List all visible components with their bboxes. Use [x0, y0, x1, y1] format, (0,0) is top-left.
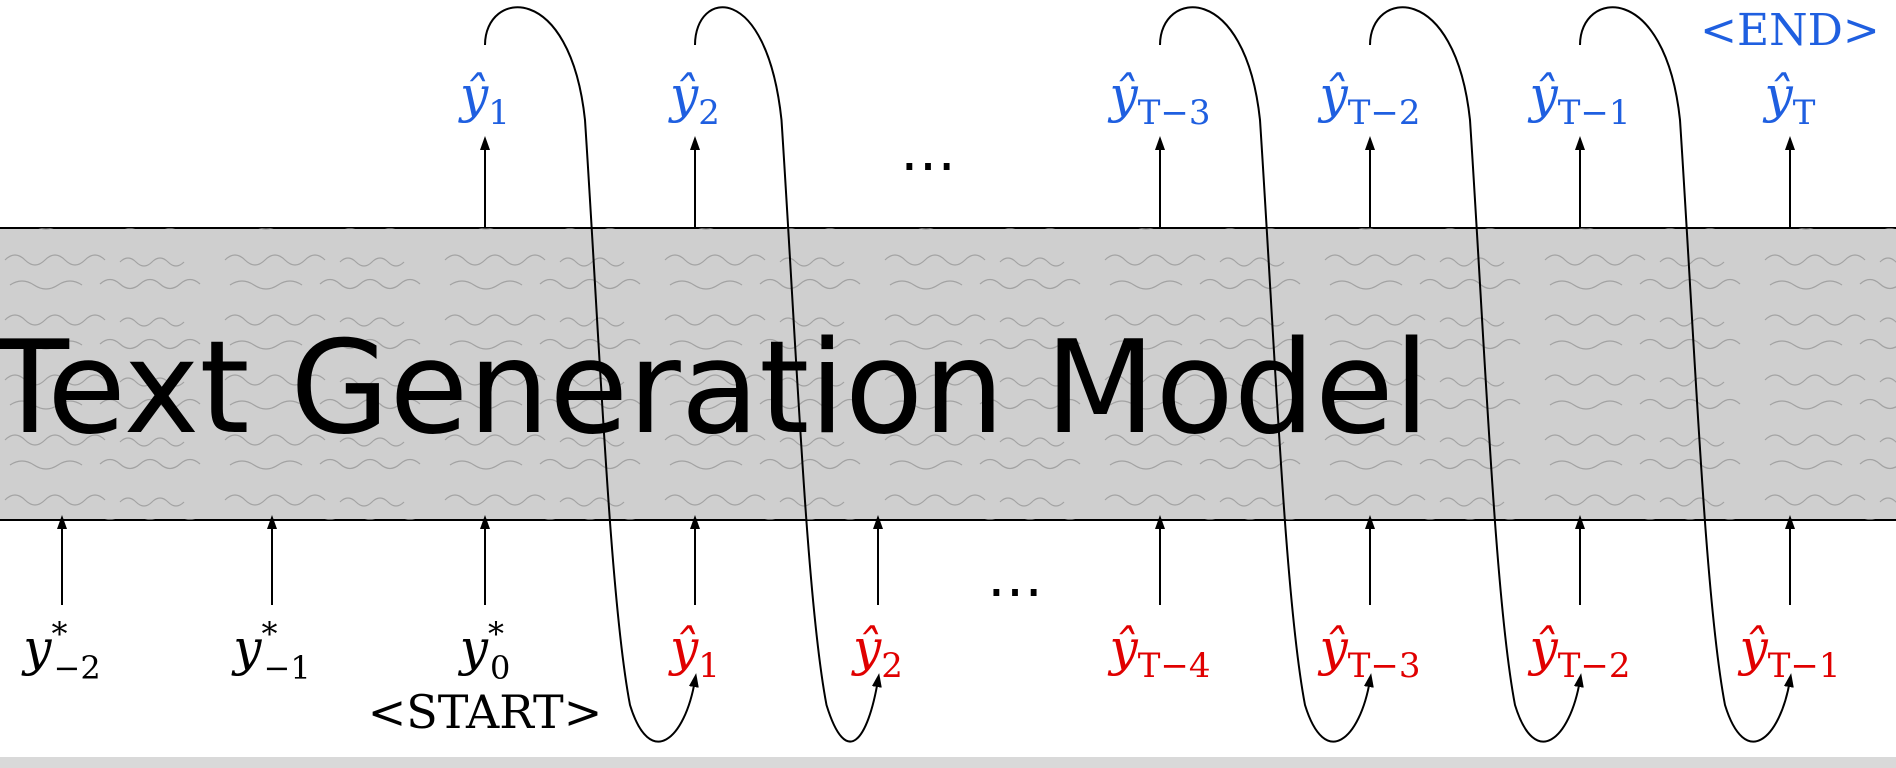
output-label-sub: 2: [698, 93, 720, 133]
feedback-loop: [1159, 6, 1374, 743]
end-token: <END>: [1700, 5, 1880, 56]
ground-truth-label-base: y: [458, 619, 489, 677]
fed-back-label-sub: 1: [698, 646, 720, 686]
fed-back-label-sub: T−3: [1348, 646, 1421, 686]
ground-truth-label-sub: 0: [490, 649, 510, 687]
fed-back-label: ŷ1: [668, 619, 720, 686]
feedback-loops: [484, 6, 1794, 743]
fed-back-label-base: ŷ: [1317, 619, 1348, 677]
ground-truth-label: y*0: [458, 615, 511, 687]
fed-back-label-base: ŷ: [1107, 619, 1138, 677]
fed-back-label-base: ŷ: [668, 619, 699, 677]
fed-back-label: ŷT−3: [1317, 619, 1420, 686]
feedback-loop: [1369, 6, 1584, 743]
output-label-base: ŷ: [668, 66, 699, 124]
fed-back-label: ŷT−2: [1527, 619, 1630, 686]
model-title: Text Generation Model: [0, 314, 1429, 463]
fed-back-label-base: ŷ: [1527, 619, 1558, 677]
output-label-sub: T: [1793, 93, 1816, 133]
ground-truth-label-sup: *: [52, 615, 68, 653]
ground-truth-label: y*−2: [21, 615, 100, 687]
output-label: ŷT−3: [1107, 66, 1210, 133]
feedback-loop: [1579, 6, 1794, 743]
output-label-base: ŷ: [1107, 66, 1138, 124]
ground-truth-label-sub: −2: [54, 649, 101, 687]
ground-truth-label-sub: −1: [264, 649, 311, 687]
fed-back-label-sub: 2: [881, 646, 903, 686]
output-label-sub: T−1: [1558, 93, 1631, 133]
model-box: Text Generation Model: [0, 227, 1896, 521]
ground-truth-label: y*−1: [231, 615, 310, 687]
fed-back-label-sub: T−2: [1558, 646, 1631, 686]
output-label-sub: T−3: [1138, 93, 1211, 133]
output-label: ŷ2: [668, 66, 720, 133]
fed-back-label-sub: T−1: [1768, 646, 1841, 686]
arrows: [57, 136, 1795, 605]
bottom-band: [0, 757, 1896, 768]
fed-back-label-sub: T−4: [1138, 646, 1211, 686]
output-label-base: ŷ: [1317, 66, 1348, 124]
output-label-base: ŷ: [1763, 66, 1794, 124]
start-token: <START>: [368, 685, 603, 739]
fed-back-label: ŷT−4: [1107, 619, 1210, 686]
output-label-base: ŷ: [458, 66, 489, 124]
fed-back-label: ŷ2: [851, 619, 903, 686]
output-label-sub: 1: [488, 93, 510, 133]
bottom-ellipsis: …: [987, 545, 1043, 610]
top-ellipsis: …: [900, 119, 956, 184]
output-label: ŷ1: [458, 66, 510, 133]
ground-truth-label-sup: *: [488, 615, 504, 653]
ground-truth-label-base: y: [231, 619, 262, 677]
output-label: ŷT−1: [1527, 66, 1630, 133]
fed-back-label-base: ŷ: [1737, 619, 1768, 677]
ground-truth-label-base: y: [21, 619, 52, 677]
output-label: ŷT−2: [1317, 66, 1420, 133]
fed-back-label-base: ŷ: [851, 619, 882, 677]
fed-back-label: ŷT−1: [1737, 619, 1840, 686]
feedback-loop: [484, 6, 699, 743]
output-label-sub: T−2: [1348, 93, 1421, 133]
output-label-base: ŷ: [1527, 66, 1558, 124]
feedback-loop: [694, 6, 882, 743]
output-label: ŷT: [1763, 66, 1816, 133]
ground-truth-label-sup: *: [262, 615, 278, 653]
